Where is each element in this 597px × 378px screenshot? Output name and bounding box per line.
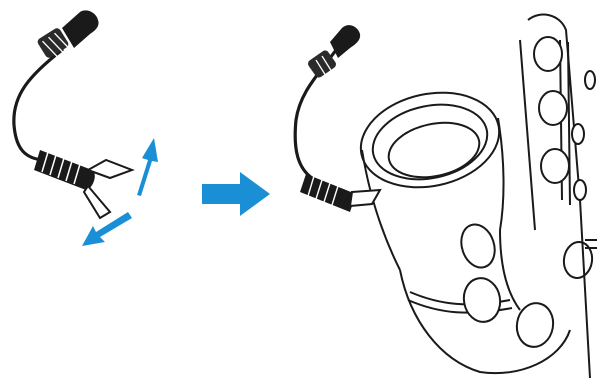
open-clip-arrow-up bbox=[137, 138, 158, 196]
open-clip-arrow-down bbox=[82, 212, 132, 246]
mounted-microphone-icon bbox=[295, 25, 380, 212]
clip-microphone-icon bbox=[14, 10, 158, 246]
clip-jaw-icon bbox=[84, 160, 132, 218]
saxophone-icon bbox=[352, 15, 597, 378]
step-arrow-right bbox=[202, 172, 270, 216]
mic-capsule-icon bbox=[36, 10, 98, 59]
